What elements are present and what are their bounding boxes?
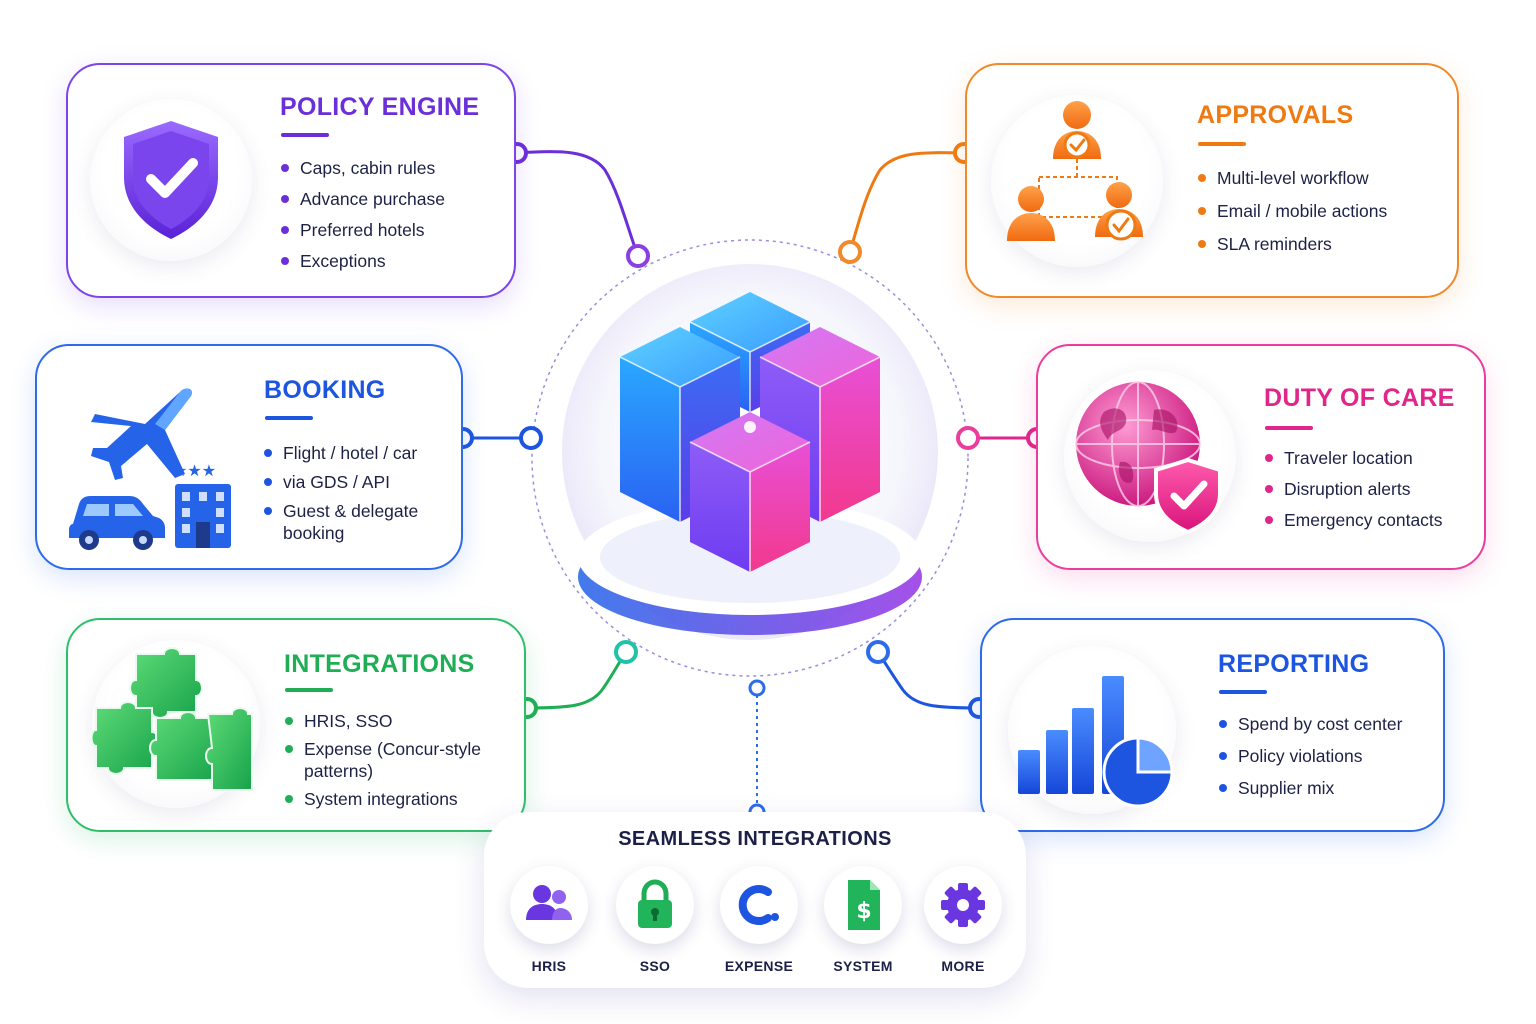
tile-label: EXPENSE bbox=[724, 958, 794, 974]
tile-more[interactable]: MORE bbox=[918, 866, 1008, 974]
list-item: HRIS, SSO bbox=[284, 710, 514, 732]
list-item: Advance purchase bbox=[280, 188, 445, 210]
title-underline bbox=[281, 133, 329, 137]
dollar-document-icon: $ bbox=[824, 866, 902, 944]
tile-label: SYSTEM bbox=[833, 958, 893, 974]
feature-list: Traveler location Disruption alerts Emer… bbox=[1264, 447, 1443, 540]
list-item: Spend by cost center bbox=[1218, 713, 1402, 735]
list-item: Expense (Concur-style patterns) bbox=[284, 738, 514, 782]
gear-icon bbox=[924, 866, 1002, 944]
list-item: Disruption alerts bbox=[1264, 478, 1443, 500]
tile-expense[interactable]: EXPENSE bbox=[714, 866, 804, 974]
integrations-card: INTEGRATIONS HRIS, SSO Expense (Concur-s… bbox=[66, 618, 526, 832]
list-item: Email / mobile actions bbox=[1197, 200, 1387, 222]
bar-pie-chart-icon bbox=[1008, 646, 1176, 814]
tile-label: SSO bbox=[639, 958, 671, 974]
approval-hierarchy-icon bbox=[991, 95, 1163, 267]
title-underline bbox=[1219, 690, 1267, 694]
tile-label: MORE bbox=[941, 958, 985, 974]
lock-icon bbox=[616, 866, 694, 944]
title-underline bbox=[285, 688, 333, 692]
card-title: DUTY OF CARE bbox=[1264, 384, 1455, 412]
concur-c-icon bbox=[720, 866, 798, 944]
seamless-integrations-panel: SEAMLESS INTEGRATIONS HRIS SSO bbox=[484, 812, 1026, 988]
card-title: INTEGRATIONS bbox=[284, 650, 475, 678]
puzzle-icon bbox=[92, 640, 260, 808]
panel-title: SEAMLESS INTEGRATIONS bbox=[618, 828, 892, 850]
card-title: REPORTING bbox=[1218, 650, 1370, 678]
title-underline bbox=[1198, 142, 1246, 146]
tile-system[interactable]: $ SYSTEM bbox=[818, 866, 908, 974]
tile-label: HRIS bbox=[531, 958, 567, 974]
list-item: Traveler location bbox=[1264, 447, 1443, 469]
list-item: via GDS / API bbox=[263, 471, 453, 493]
card-title: APPROVALS bbox=[1197, 101, 1354, 129]
cubes-platform-icon bbox=[562, 264, 938, 640]
list-item: Emergency contacts bbox=[1264, 509, 1443, 531]
list-item: System integrations bbox=[284, 788, 514, 810]
list-item: Supplier mix bbox=[1218, 777, 1402, 799]
card-title: BOOKING bbox=[264, 376, 386, 404]
list-item: Caps, cabin rules bbox=[280, 157, 445, 179]
list-item: Guest & delegate booking bbox=[263, 500, 453, 544]
reporting-card: REPORTING Spend by cost center Policy vi… bbox=[980, 618, 1445, 832]
policy-engine-card: POLICY ENGINE Caps, cabin rules Advance … bbox=[66, 63, 516, 298]
feature-list: Spend by cost center Policy violations S… bbox=[1218, 713, 1402, 809]
feature-list: Flight / hotel / car via GDS / API Guest… bbox=[263, 442, 453, 551]
svg-text:$: $ bbox=[856, 899, 871, 924]
svg-text:★★★: ★★★ bbox=[173, 461, 216, 480]
feature-list: Caps, cabin rules Advance purchase Prefe… bbox=[280, 157, 445, 281]
approvals-card: APPROVALS Multi-level workflow Email / m… bbox=[965, 63, 1459, 298]
booking-card: ★★★ BOOKING Flight / hotel / car via GDS… bbox=[35, 344, 463, 570]
list-item: Multi-level workflow bbox=[1197, 167, 1387, 189]
list-item: Flight / hotel / car bbox=[263, 442, 453, 464]
title-underline bbox=[1265, 426, 1313, 430]
list-item: Exceptions bbox=[280, 250, 445, 272]
users-icon bbox=[510, 866, 588, 944]
duty-of-care-card: DUTY OF CARE Traveler location Disruptio… bbox=[1036, 344, 1486, 570]
travel-icons: ★★★ bbox=[65, 364, 235, 554]
card-title: POLICY ENGINE bbox=[280, 93, 480, 121]
hotel-icon: ★★★ bbox=[173, 461, 231, 548]
title-underline bbox=[265, 416, 313, 420]
tile-hris[interactable]: HRIS bbox=[504, 866, 594, 974]
car-icon bbox=[69, 496, 165, 550]
shield-check-icon bbox=[90, 99, 252, 261]
list-item: Policy violations bbox=[1218, 745, 1402, 767]
tile-sso[interactable]: SSO bbox=[610, 866, 700, 974]
airplane-icon bbox=[91, 388, 192, 480]
globe-shield-icon bbox=[1064, 370, 1236, 542]
list-item: Preferred hotels bbox=[280, 219, 445, 241]
list-item: SLA reminders bbox=[1197, 233, 1387, 255]
feature-list: HRIS, SSO Expense (Concur-style patterns… bbox=[284, 710, 514, 816]
feature-list: Multi-level workflow Email / mobile acti… bbox=[1197, 167, 1387, 266]
